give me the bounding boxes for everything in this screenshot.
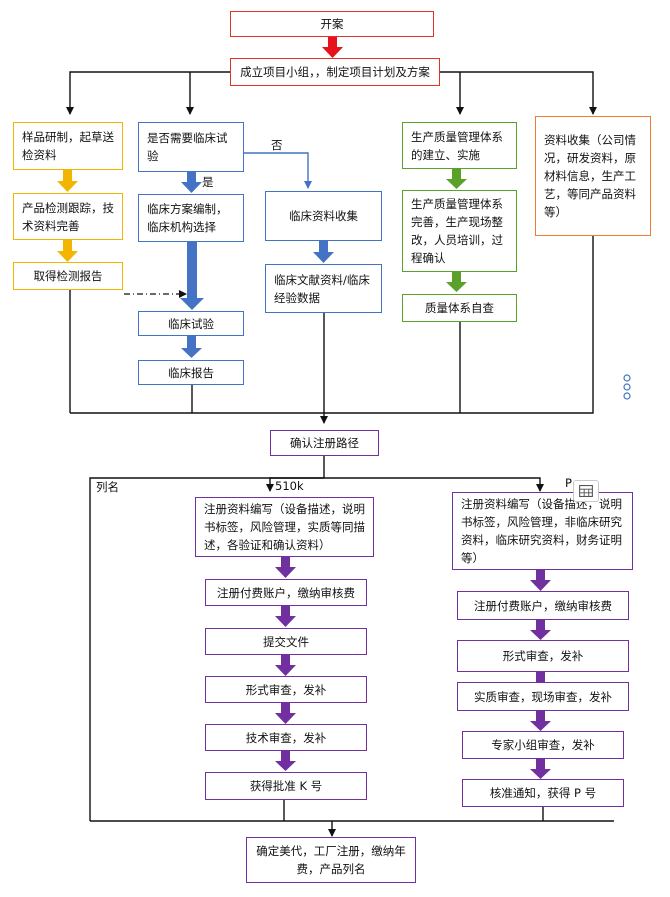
- p-substantive-node-text: 实质审查，现场审查，发补: [474, 689, 612, 704]
- k510-label: 510k: [275, 479, 304, 493]
- more-options-icon[interactable]: [621, 374, 633, 400]
- trial-plan-node-text: 临床方案编制，临床机构选择: [147, 202, 228, 234]
- clinical-collect-node-text: 临床资料收集: [289, 209, 358, 223]
- start-node: 开案: [230, 11, 434, 37]
- green-arrows: [446, 169, 467, 292]
- sample-node: 样品研制，起草送检资料: [13, 122, 123, 170]
- no-label: 否: [271, 138, 283, 152]
- k-approve-node-text: 获得批准 K 号: [249, 779, 323, 793]
- track-node: 产品检测跟踪，技术资料完善: [13, 193, 123, 240]
- purple-arrows-510k: [275, 557, 296, 771]
- p-formal-node-text: 形式审查，发补: [502, 649, 584, 663]
- k-submit-node-text: 提交文件: [263, 634, 309, 649]
- k-approve-node: 获得批准 K 号: [205, 772, 367, 800]
- blue-arrows: [180, 172, 334, 358]
- confirm-path-node-text: 确认注册路径: [290, 436, 359, 450]
- k-tech-node: 技术审查，发补: [205, 724, 367, 751]
- trial-node: 临床试验: [138, 311, 244, 336]
- need-trial-node-text: 是否需要临床试验: [147, 131, 228, 163]
- image-capture-icon[interactable]: [573, 480, 599, 502]
- team-node-text: 成立项目小组，，制定项目计划及方案: [240, 65, 430, 79]
- merge-lines: [69, 236, 614, 837]
- qms-improve-node-text: 生产质量管理体系完善，生产现场整改，人员培训，过程确认: [411, 197, 503, 265]
- p-pay-node-text: 注册付费账户，缴纳审核费: [474, 598, 612, 613]
- trial-plan-node: 临床方案编制，临床机构选择: [138, 194, 244, 242]
- p-substantive-node: 实质审查，现场审查，发补: [457, 682, 629, 711]
- p-approve-node: 核准通知，获得 P 号: [462, 779, 624, 807]
- trial-report-node: 临床报告: [138, 360, 244, 385]
- p-expert-node-text: 专家小组审查，发补: [491, 738, 595, 752]
- listing-label: 列名: [96, 480, 119, 494]
- arrow-start-team: [322, 37, 343, 58]
- team-node: 成立项目小组，，制定项目计划及方案: [230, 58, 440, 86]
- k-formal-node-text: 形式审查，发补: [245, 682, 327, 697]
- pma-label: P: [565, 476, 572, 490]
- confirm-path-node: 确认注册路径: [270, 430, 379, 456]
- trial-report-node-text: 临床报告: [168, 365, 214, 380]
- final-node-text: 确定美代，工厂注册，缴纳年费，产品列名: [256, 844, 406, 876]
- qms-check-node: 质量体系自查: [402, 294, 517, 322]
- k-formal-node: 形式审查，发补: [205, 676, 367, 703]
- sample-node-text: 样品研制，起草送检资料: [22, 130, 114, 162]
- report-node-text: 取得检测报告: [33, 269, 103, 283]
- need-trial-node: 是否需要临床试验: [138, 122, 244, 172]
- trial-node-text: 临床试验: [168, 316, 214, 331]
- top-bus: [66, 71, 597, 115]
- k-submit-node: 提交文件: [205, 628, 367, 655]
- qms-check-node-text: 质量体系自查: [425, 301, 494, 315]
- qms-build-node-text: 生产质量管理体系的建立、实施: [411, 129, 503, 162]
- clinical-lit-node-text: 临床文献资料/临床经验数据: [274, 272, 370, 305]
- p-approve-node-text: 核准通知，获得 P 号: [489, 786, 597, 800]
- start-node-text: 开案: [320, 17, 344, 31]
- report-node: 取得检测报告: [13, 262, 123, 290]
- p-formal-node: 形式审查，发补: [457, 640, 629, 672]
- p-write-node: 注册资料编写（设备描述，说明书标签，风险管理，非临床研究资料，临床研究资料，财务…: [452, 492, 633, 570]
- k-tech-node-text: 技术审查，发补: [245, 730, 327, 745]
- p-pay-node: 注册付费账户，缴纳审核费: [457, 591, 629, 620]
- k-write-node-text: 注册资料编写（设备描述，说明书标签，风险管理，实质等同描述，各验证和确认资料）: [204, 502, 365, 552]
- k-pay-node: 注册付费账户，缴纳审核费: [205, 579, 367, 606]
- no-branch-connector: [244, 152, 312, 189]
- image-capture-glyph: [579, 485, 593, 497]
- docs-collect-node-text: 资料收集（公司情况，研发资料，原材料信息，生产工艺，等同产品资料等）: [544, 133, 636, 219]
- k-write-node: 注册资料编写（设备描述，说明书标签，风险管理，实质等同描述，各验证和确认资料）: [195, 497, 374, 557]
- p-expert-node: 专家小组审查，发补: [462, 731, 624, 759]
- yellow-arrows: [57, 170, 78, 262]
- final-node: 确定美代，工厂注册，缴纳年费，产品列名: [246, 837, 416, 883]
- qms-build-node: 生产质量管理体系的建立、实施: [402, 122, 517, 169]
- p-write-node-text: 注册资料编写（设备描述，说明书标签，风险管理，非临床研究资料，临床研究资料，财务…: [461, 497, 622, 565]
- track-node-text: 产品检测跟踪，技术资料完善: [22, 200, 114, 233]
- yes-label: 是: [202, 175, 214, 189]
- qms-improve-node: 生产质量管理体系完善，生产现场整改，人员培训，过程确认: [402, 190, 517, 272]
- clinical-collect-node: 临床资料收集: [265, 191, 382, 241]
- clinical-lit-node: 临床文献资料/临床经验数据: [265, 264, 382, 313]
- k-pay-node-text: 注册付费账户，缴纳审核费: [217, 585, 355, 600]
- docs-collect-node: 资料收集（公司情况，研发资料，原材料信息，生产工艺，等同产品资料等）: [535, 116, 651, 236]
